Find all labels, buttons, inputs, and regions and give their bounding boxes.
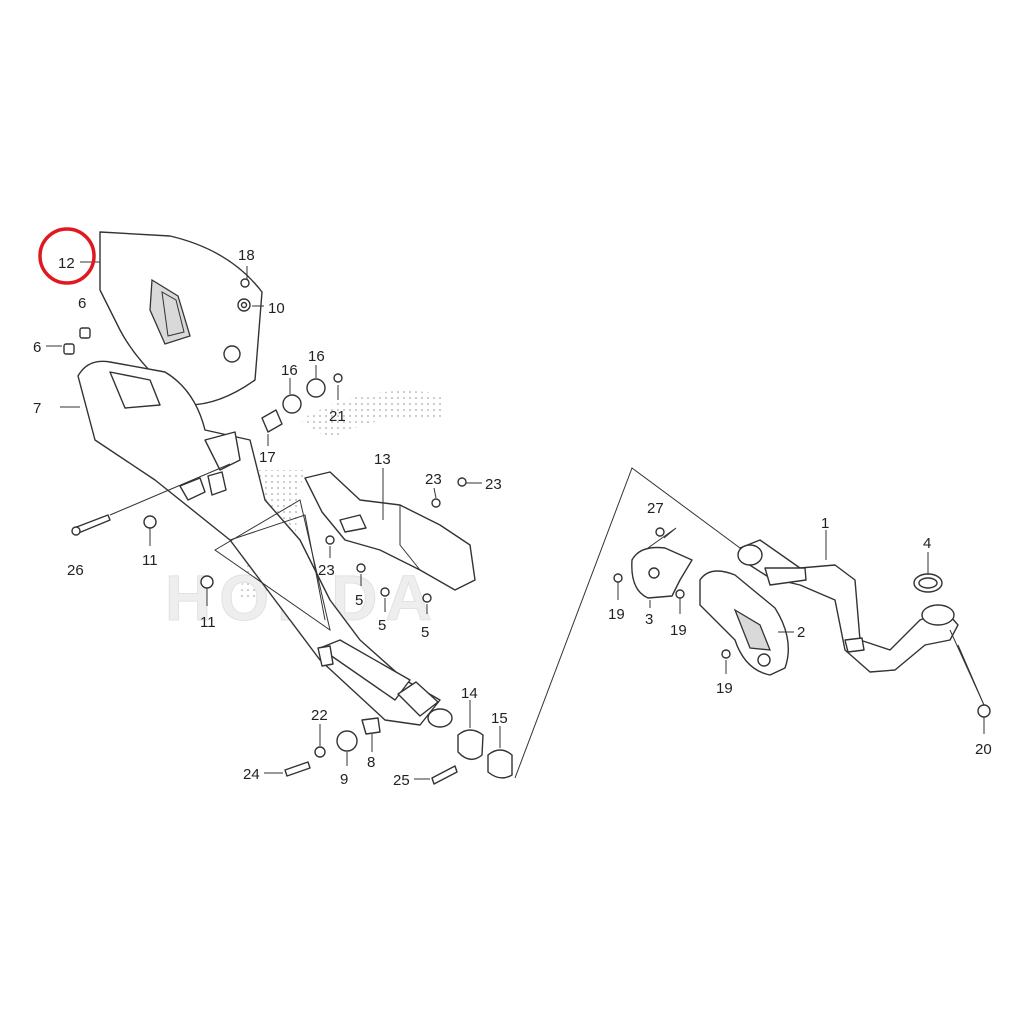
exhaust-pipe-part[interactable] bbox=[737, 539, 959, 673]
label-19a: 19 bbox=[608, 606, 625, 623]
label-4: 4 bbox=[923, 535, 931, 552]
fasteners bbox=[63, 278, 991, 785]
label-6b: 6 bbox=[33, 339, 41, 356]
label-5a: 5 bbox=[355, 592, 363, 609]
pipe-protector-part[interactable] bbox=[699, 570, 790, 676]
pipe-cover-part[interactable] bbox=[631, 546, 693, 599]
label-19c: 19 bbox=[716, 680, 733, 697]
label-16a: 16 bbox=[281, 362, 298, 379]
label-14: 14 bbox=[461, 685, 478, 702]
label-21: 21 bbox=[329, 408, 346, 425]
label-5b: 5 bbox=[378, 617, 386, 634]
label-5c: 5 bbox=[421, 624, 429, 641]
label-22: 22 bbox=[311, 707, 328, 724]
label-27: 27 bbox=[647, 500, 664, 517]
part-labels: 1 2 3 4 5 5 5 6 6 7 8 9 10 11 11 12 13 1… bbox=[33, 247, 992, 789]
label-18: 18 bbox=[238, 247, 255, 264]
label-1: 1 bbox=[821, 515, 829, 532]
label-17: 17 bbox=[259, 449, 276, 466]
label-25: 25 bbox=[393, 772, 410, 789]
label-13: 13 bbox=[374, 451, 391, 468]
label-10: 10 bbox=[268, 300, 285, 317]
heat-guard-part[interactable] bbox=[99, 231, 263, 406]
label-19b: 19 bbox=[670, 622, 687, 639]
label-23a: 23 bbox=[425, 471, 442, 488]
label-23b: 23 bbox=[485, 476, 502, 493]
label-15: 15 bbox=[491, 710, 508, 727]
label-3: 3 bbox=[645, 611, 653, 628]
protector-part[interactable] bbox=[304, 471, 476, 591]
label-26: 26 bbox=[67, 562, 84, 579]
label-20: 20 bbox=[975, 741, 992, 758]
label-2: 2 bbox=[797, 624, 805, 641]
label-11b: 11 bbox=[200, 614, 216, 631]
label-8: 8 bbox=[367, 754, 375, 771]
label-11a: 11 bbox=[142, 552, 158, 569]
label-7: 7 bbox=[33, 400, 41, 417]
label-12: 12 bbox=[58, 255, 75, 272]
muffler-part[interactable] bbox=[77, 360, 453, 728]
label-9: 9 bbox=[340, 771, 348, 788]
label-16b: 16 bbox=[308, 348, 325, 365]
label-23c: 23 bbox=[318, 562, 335, 579]
leader-lines bbox=[46, 261, 985, 780]
highlight-circle bbox=[38, 227, 96, 285]
label-24: 24 bbox=[243, 766, 260, 783]
gasket-part[interactable] bbox=[913, 573, 943, 593]
label-6a: 6 bbox=[78, 295, 86, 312]
